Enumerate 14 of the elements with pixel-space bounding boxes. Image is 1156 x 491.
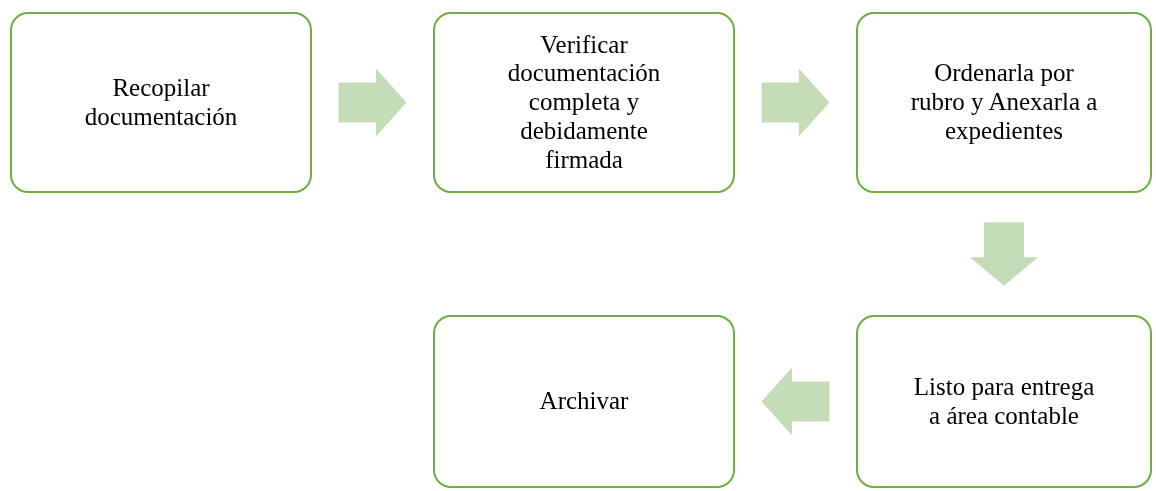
step-text: Recopilar documentación — [83, 73, 239, 132]
process-box — [433, 12, 735, 193]
process-box — [10, 12, 312, 193]
step-text: Verificar documentación completa y debidamente firmada — [506, 30, 662, 175]
process-box — [856, 12, 1152, 193]
block-arrow — [761, 367, 830, 436]
step-text: Ordenarla por rubro y Anexarla a expedientes — [909, 59, 1099, 146]
block-arrow — [970, 222, 1038, 286]
block-arrow — [338, 68, 407, 137]
step-text: Listo para entrega a área contable — [912, 372, 1096, 431]
block-arrow — [761, 68, 830, 137]
process-box — [856, 315, 1152, 488]
process-box — [433, 315, 735, 488]
step-text: Archivar — [539, 387, 629, 416]
